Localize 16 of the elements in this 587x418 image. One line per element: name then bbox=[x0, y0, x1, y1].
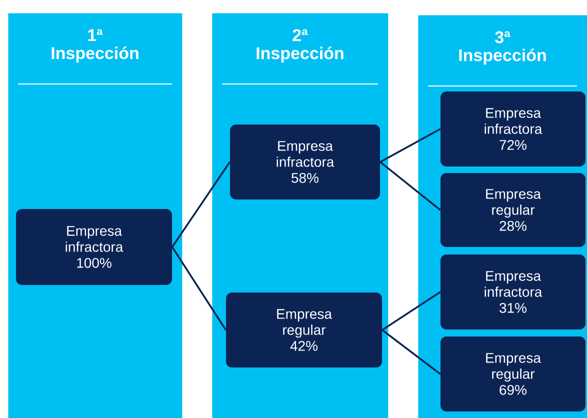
connector-line bbox=[380, 128, 441, 163]
result-box: Empresa regular 42% bbox=[226, 292, 382, 368]
column-heading: 2ª Inspección bbox=[256, 29, 344, 63]
result-box: Empresa infractora 72% bbox=[440, 92, 586, 166]
connector-line bbox=[380, 161, 441, 211]
connector-line bbox=[382, 329, 441, 375]
column-heading: 1ª Inspección bbox=[52, 29, 138, 62]
result-box: Empresa infractora 31% bbox=[440, 254, 586, 330]
result-box: Empresa regular 28% bbox=[440, 173, 586, 247]
result-box: Empresa infractora 58% bbox=[230, 124, 380, 200]
connector-line bbox=[171, 161, 231, 248]
connector-line bbox=[382, 291, 441, 331]
result-box: Empresa infractora 100% bbox=[16, 209, 172, 285]
result-box: Empresa regular 69% bbox=[440, 336, 586, 412]
column-heading: 3ª Inspección bbox=[459, 31, 546, 65]
connector-line bbox=[171, 246, 227, 330]
